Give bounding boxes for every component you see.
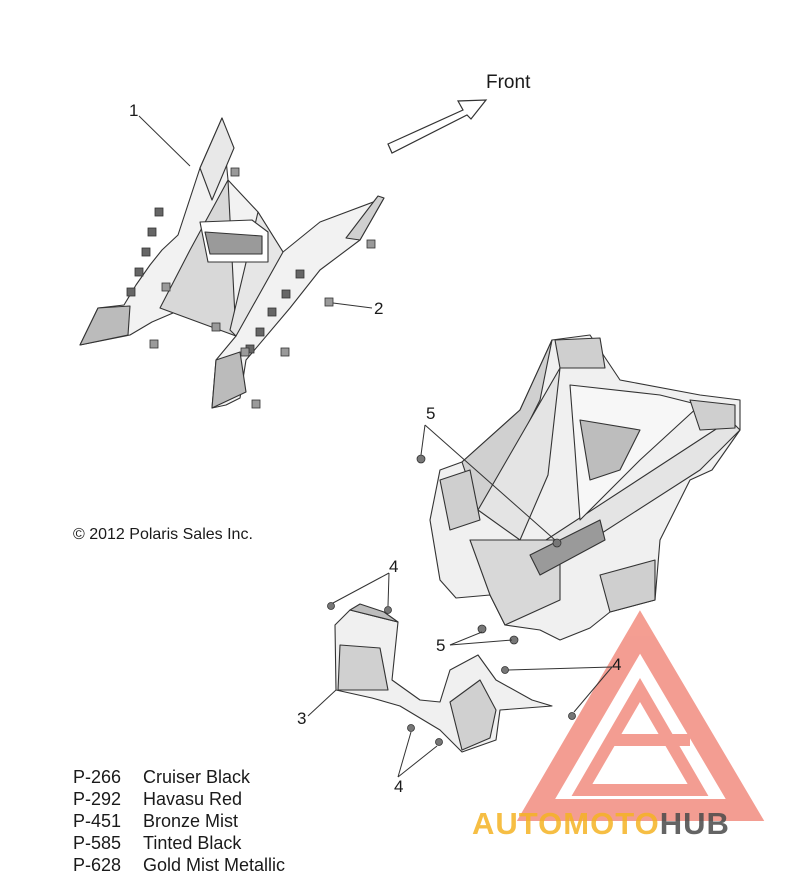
callout-3: 3 [297,709,307,728]
callout-4-bottom: 4 [394,777,404,796]
watermark-logo [516,610,765,821]
callout-5-top: 5 [426,404,436,423]
nose-cover-part-3 [334,603,553,753]
front-label: Front [486,72,531,93]
callout-2: 2 [374,299,384,318]
paint-name: Tinted Black [143,833,242,853]
paint-name: Cruiser Black [143,767,251,787]
callout-4-right: 4 [612,655,622,674]
leader-lines [138,115,613,778]
paint-name: Bronze Mist [143,811,239,831]
watermark-text-part2: HUB [659,806,730,841]
watermark-text: AUTOMOTOHUB [472,806,730,842]
hood-mount-tabs [126,207,305,354]
paint-row: P-451 Bronze Mist [73,810,285,832]
paint-row: P-628 Gold Mist Metallic [73,854,285,876]
callout-1: 1 [129,101,139,120]
watermark-text-part1: AUTOMOTO [472,806,660,841]
clips-part-2 [149,167,376,409]
front-arrow [387,99,488,154]
front-cab-assembly [429,334,741,641]
paint-name: Gold Mist Metallic [143,855,286,875]
paint-code: P-292 [73,789,122,809]
fasteners-part-5 [416,454,562,645]
paint-code-list: P-266 Cruiser Black P-292 Havasu Red P-4… [73,766,285,876]
hood-panel-part-1 [79,117,385,409]
paint-code: P-266 [73,767,122,787]
bolts-part-4 [327,602,576,746]
paint-row: P-266 Cruiser Black [73,766,285,788]
copyright-notice: © 2012 Polaris Sales Inc. [73,526,253,543]
paint-row: P-585 Tinted Black [73,832,285,854]
paint-code: P-451 [73,811,122,831]
paint-code: P-585 [73,833,122,853]
paint-code: P-628 [73,855,122,875]
callout-5-lower: 5 [436,636,446,655]
paint-row: P-292 Havasu Red [73,788,285,810]
callout-4-top: 4 [389,557,399,576]
paint-name: Havasu Red [143,789,243,809]
